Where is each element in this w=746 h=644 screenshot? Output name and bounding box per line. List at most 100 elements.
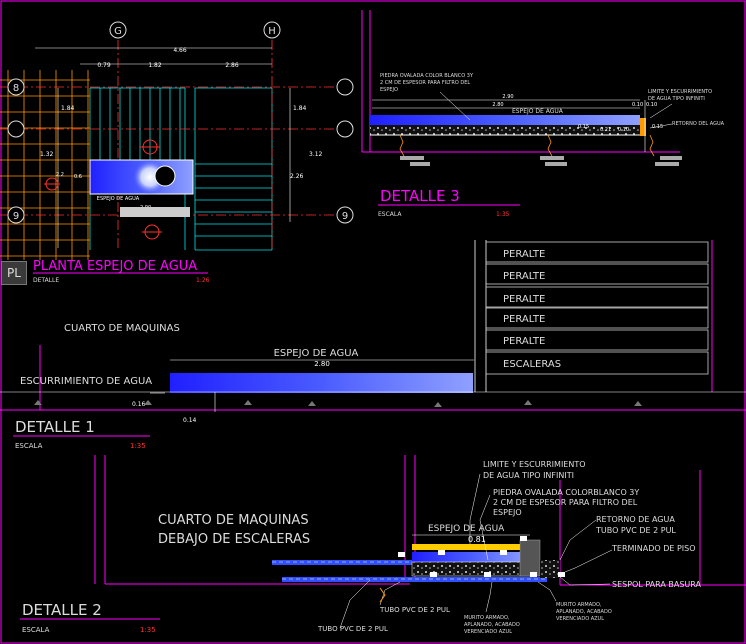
dim-left1: 1.84 (61, 105, 75, 112)
d3-dim-top: 2.90 (502, 94, 513, 100)
d2-retorno-1: RETORNO DE AGUA (596, 515, 675, 524)
dim-w2: 0.6 (74, 174, 82, 180)
plan-dim-lines (35, 47, 291, 248)
d3-dim-a: 0.15 (578, 124, 589, 130)
d3-dim-c: 0.10 (618, 127, 629, 133)
d3-dim-small-1: 0.10 (632, 102, 643, 108)
d2-stone-1: PIEDRA OVALADA COLORBLANCO 3Y (493, 488, 639, 497)
plan-scale: 1:26 (196, 277, 210, 284)
d2-pipe-top (272, 560, 432, 565)
dim-right3: 2.26 (290, 173, 304, 180)
d3-stone-note-2: 2 CM DE ESPESOR PARA FILTRO DEL (380, 80, 470, 86)
d2-floor (540, 560, 560, 578)
plan-grid (0, 70, 90, 260)
d3-stone-note-3: ESPEJO (380, 87, 398, 93)
d2-markers (398, 536, 565, 577)
d2-murito-b-1: MURITO ARMADO, (556, 602, 602, 608)
d1-water (170, 373, 473, 393)
d1-title: DETALLE 1 (15, 418, 95, 436)
d2-cuarto-1: CUARTO DE MAQUINAS (158, 513, 309, 528)
d2-stone-2: 2 CM DE ESPESOR PARA FILTRO DEL (493, 498, 638, 507)
d2-espejo-label: ESPEJO DE AGUA (428, 524, 505, 534)
plan-axes (0, 40, 340, 250)
d2-escala: ESCALA (22, 626, 50, 634)
d3-dim-d: 0.15 (652, 124, 663, 130)
d3-dim-small-2: 0.10 (646, 102, 657, 108)
dim-b: 1.82 (148, 62, 162, 69)
detalle-3: PIEDRA OVALADA COLOR BLANCO 3Y 2 CM DE E… (361, 10, 725, 218)
plan-step (120, 207, 190, 217)
detalle-2: LIMITE Y ESCURRIMIENTO DE AGUA TIPO INFI… (20, 455, 746, 635)
d1-stair-label: PERALTE (503, 249, 545, 260)
d3-gravel (370, 125, 645, 135)
d1-dim-h1: 0.16 (132, 401, 146, 408)
d1-scale: 1:35 (130, 442, 146, 450)
d1-escurrimiento: ESCURRIMIENTO DE AGUA (20, 376, 152, 387)
d3-dim-mid: 2.80 (492, 102, 503, 108)
grid-number: 9 (13, 211, 19, 222)
grid-number: 9 (342, 211, 348, 222)
d1-stair-treads (485, 241, 709, 375)
d1-dim-width: 2.80 (314, 360, 330, 368)
d2-stone-3: ESPEJO (493, 508, 522, 517)
dim-total: 4.66 (173, 47, 187, 54)
dim-left2: 1.32 (40, 151, 54, 158)
pool-drain (154, 165, 176, 187)
dim-c: 2.86 (225, 62, 239, 69)
d3-ground-hatch (400, 156, 682, 166)
d2-terminado: TERMINADO DE PISO (611, 544, 696, 553)
d2-limit-2: DE AGUA TIPO INFINITI (483, 471, 574, 480)
d3-retorno-note: RETORNO DEL AGUA (672, 121, 725, 127)
plan-title: PLANTA ESPEJO DE AGUA (33, 259, 197, 274)
d3-limit-note-2: DE AGUA TIPO INFINITI (648, 96, 705, 102)
d2-tubo-1: TUBO PVC DE 2 PUL (379, 606, 450, 614)
detalle-1: PERALTE PERALTE PERALTE PERALTE PERALTE … (0, 240, 746, 450)
d2-scale: 1:35 (140, 626, 156, 634)
d2-dim: 0.81 (468, 535, 486, 544)
d2-murito-a-3: VERENCIADO AZUL (464, 629, 512, 635)
plan-badge: PL (1, 261, 27, 285)
plan-view: G H 8 9 9 4.66 0.79 1.82 2.86 1.84 1.32 … (0, 21, 354, 284)
grid-letter-g: G (114, 26, 122, 37)
d2-tubo-2: TUBO PVC DE 2 PUL (317, 625, 388, 633)
d1-hatch (34, 400, 642, 407)
d3-espejo-label: ESPEJO DE AGUA (512, 108, 564, 115)
d3-stone-note-1: PIEDRA OVALADA COLOR BLANCO 3Y (380, 73, 474, 79)
d2-edge-cap (412, 544, 530, 550)
d2-limit-1: LIMITE Y ESCURRIMIENTO (483, 460, 586, 469)
grid-bubbles (7, 21, 354, 224)
d1-stair-label: PERALTE (503, 271, 545, 282)
d2-murito-b-3: VERENCIADO AZUL (556, 616, 604, 622)
d2-wall (519, 539, 541, 577)
d3-escala: ESCALA (378, 211, 402, 218)
d3-water (370, 115, 640, 125)
d2-pipe-bottom (282, 577, 547, 582)
d1-cuarto: CUARTO DE MAQUINAS (64, 323, 180, 334)
d2-cuarto-2: DEBAJO DE ESCALERAS (158, 532, 310, 547)
d3-overflow (640, 118, 646, 136)
d1-escala: ESCALA (15, 442, 43, 450)
d2-water (412, 552, 530, 562)
d1-dim-h2: 0.14 (183, 417, 197, 424)
d1-stair-label: PERALTE (503, 294, 545, 305)
d2-murito-a-2: APLANADO, ACABADO (464, 622, 520, 628)
grid-number: 8 (13, 83, 19, 94)
d2-retorno-2: TUBO PVC DE 2 PUL (595, 526, 676, 535)
d2-title: DETALLE 2 (22, 601, 102, 619)
plan-subtitle: DETALLE (33, 277, 59, 284)
d1-stair-label: PERALTE (503, 336, 545, 347)
dim-a: 0.79 (97, 62, 111, 69)
d2-murito-a-1: MURITO ARMADO, (464, 615, 510, 621)
d1-stair-label: ESCALERAS (503, 359, 561, 370)
dim-w1: 2.2 (56, 172, 64, 178)
d3-title: DETALLE 3 (380, 187, 460, 205)
section-markers (44, 139, 162, 240)
dim-right1: 1.84 (293, 105, 307, 112)
dim-right2: 3.12 (309, 151, 323, 158)
grid-letter-h: H (268, 26, 276, 37)
d2-murito-b-2: APLANADO, ACABADO (556, 609, 612, 615)
d1-stair-label: PERALTE (503, 314, 545, 325)
plan-pool-label: ESPEJO DE AGUA (97, 196, 140, 202)
